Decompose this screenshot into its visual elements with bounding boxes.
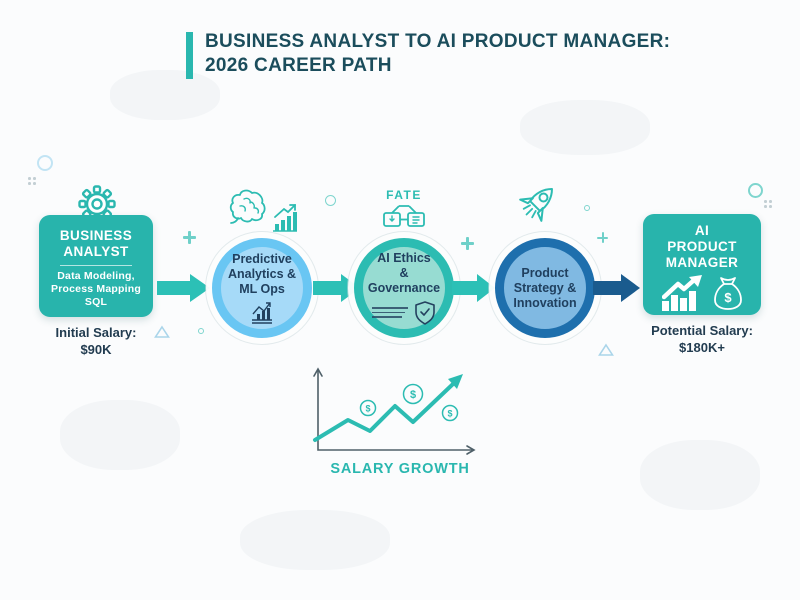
decor-circle xyxy=(748,183,763,198)
fate-label: FATE xyxy=(386,188,422,202)
salary-growth-chart: $ $ $ xyxy=(313,367,476,455)
step-circle-ai-ethics: AI Ethics & Governance xyxy=(354,238,454,338)
line-chart-icon xyxy=(252,301,272,324)
decor-dots xyxy=(28,177,31,180)
potential-salary: Potential Salary: $180K+ xyxy=(628,322,776,356)
gear-icon xyxy=(76,183,118,225)
background-blob xyxy=(520,100,650,155)
initial-salary: Initial Salary: $90K xyxy=(29,324,163,358)
decor-circle xyxy=(584,205,590,211)
decor-plus xyxy=(183,231,196,244)
rocket-icon xyxy=(505,176,565,241)
background-blob xyxy=(640,440,760,510)
potential-salary-value: $180K+ xyxy=(679,340,725,355)
decor-triangle xyxy=(598,343,614,356)
background-blob xyxy=(110,70,220,120)
page-title-line2: 2026 CAREER PATH xyxy=(205,55,392,76)
flow-arrow-3 xyxy=(452,274,495,302)
flow-arrow-1 xyxy=(157,274,210,302)
start-node-title-line2: ANALYST xyxy=(63,244,129,259)
svg-text:$: $ xyxy=(410,389,416,401)
start-node-skills: Data Modeling, Process Mapping SQL xyxy=(51,270,141,308)
end-node-title-line1: AI xyxy=(694,223,710,238)
svg-text:$: $ xyxy=(365,404,370,414)
background-blob xyxy=(60,400,180,470)
fate-diagram-icon: FATE xyxy=(368,188,440,235)
decor-circle xyxy=(198,328,204,334)
end-node-ai-product-manager: AI PRODUCT MANAGER $ xyxy=(643,214,761,315)
initial-salary-value: $90K xyxy=(80,342,112,357)
decor-plus xyxy=(597,232,608,243)
svg-text:$: $ xyxy=(724,290,732,305)
coin-icon: $ xyxy=(441,404,459,422)
page-title-line1: BUSINESS ANALYST TO AI PRODUCT MANAGER: xyxy=(205,31,671,52)
shield-check-icon xyxy=(414,300,435,325)
start-node-business-analyst: BUSINESS ANALYST Data Modeling, Process … xyxy=(39,215,153,317)
page-title: BUSINESS ANALYST TO AI PRODUCT MANAGER: … xyxy=(205,30,670,78)
end-node-title-line2: PRODUCT xyxy=(667,239,737,254)
step-circle-product-strategy: Product Strategy & Innovation xyxy=(495,238,595,338)
fine-print xyxy=(371,300,437,326)
coin-icon: $ xyxy=(402,383,424,405)
start-node-title: BUSINESS ANALYST xyxy=(39,228,153,260)
decor-dots xyxy=(764,200,767,203)
flow-arrow-4 xyxy=(593,274,640,302)
end-node-icons: $ xyxy=(643,275,761,311)
bar-chart-growth-icon xyxy=(271,203,299,238)
initial-salary-label: Initial Salary: xyxy=(55,325,137,340)
decor-plus xyxy=(461,237,474,250)
potential-salary-label: Potential Salary: xyxy=(651,323,753,338)
brain-icon xyxy=(228,188,274,235)
decor-circle xyxy=(325,195,336,206)
growth-chart-icon xyxy=(661,275,702,311)
step-circle-predictive-analytics: Predictive Analytics & ML Ops xyxy=(212,238,312,338)
fine-print-lines xyxy=(371,307,408,318)
end-node-title-line3: MANAGER xyxy=(665,255,739,270)
salary-growth-caption: SALARY GROWTH xyxy=(330,461,470,477)
start-node-title-line1: BUSINESS xyxy=(59,228,133,243)
coin-icon: $ xyxy=(359,399,377,417)
svg-text:$: $ xyxy=(447,409,452,419)
end-node-title: AI PRODUCT MANAGER xyxy=(643,223,761,271)
decor-triangle xyxy=(154,325,170,338)
decor-circle xyxy=(37,155,53,171)
title-accent-bar xyxy=(186,32,193,79)
money-bag-icon: $ xyxy=(713,277,742,310)
flow-arrow-2 xyxy=(313,274,360,302)
divider xyxy=(60,265,132,266)
background-blob xyxy=(240,510,390,570)
